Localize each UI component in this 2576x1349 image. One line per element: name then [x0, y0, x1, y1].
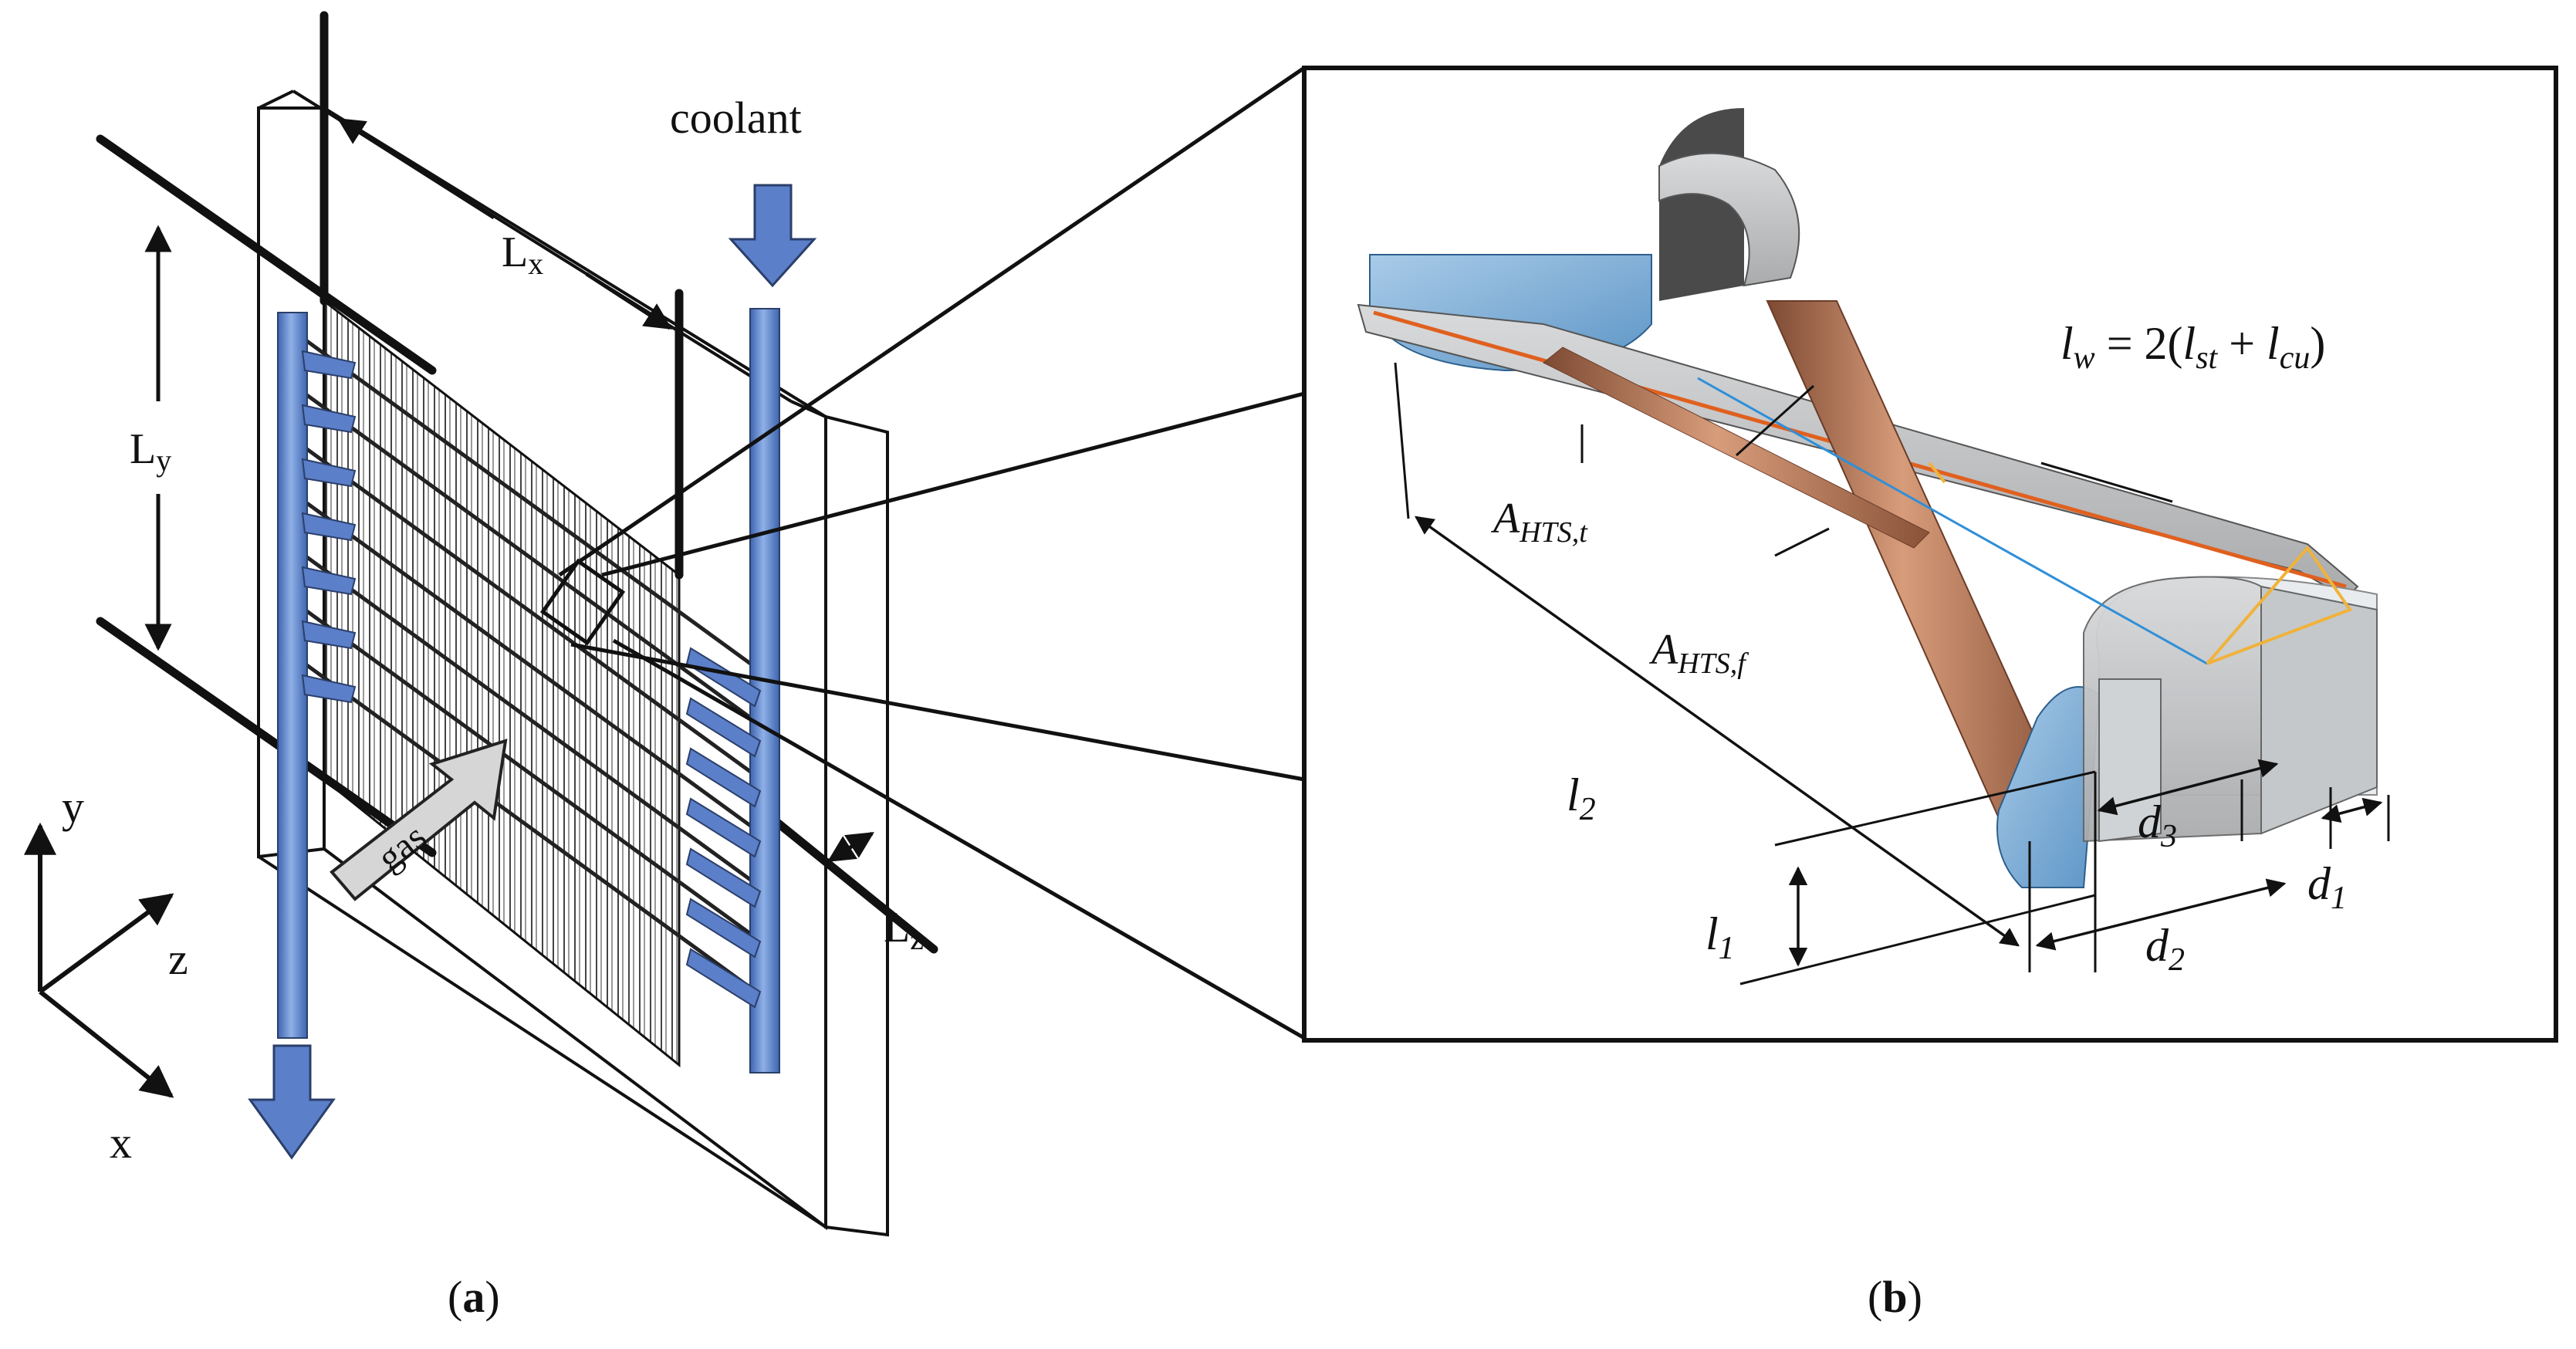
caption-b: (b): [1868, 1272, 1922, 1322]
ly-label: Ly: [130, 425, 171, 478]
dimension-lz: Lz: [827, 831, 924, 956]
flow-arrows-right: [685, 647, 762, 1009]
fin-bundle: [323, 298, 681, 1068]
panel-b: lw = 2(lst + lcu) AHTS,t AHTS,f l2 l1 d3…: [1302, 66, 2558, 1043]
caption-a: (a): [448, 1272, 500, 1322]
axis-x-label: x: [110, 1117, 132, 1168]
coolant-outlet-arrow: [248, 1044, 336, 1160]
axis-y-label: y: [62, 782, 84, 832]
lw-equation: lw = 2(lst + lcu): [2060, 318, 2325, 376]
yellow-construction-lines: [1928, 462, 2353, 665]
zoom-connectors: [558, 66, 1306, 1040]
conductor-lines: [303, 337, 773, 1006]
dimension-ly: Ly: [130, 225, 172, 651]
axis-z-label: z: [168, 934, 188, 984]
a-hts-f-label: AHTS,f: [1648, 626, 1749, 680]
lx-label: Lx: [502, 228, 543, 281]
panel-a: gas Lx Ly Lz coolant y z x: [23, 11, 938, 1237]
d3-label: d3: [2138, 796, 2177, 854]
coolant-inlet-arrow: [728, 184, 817, 288]
frame-bars: [96, 11, 938, 954]
zoom-region-box: [539, 558, 626, 646]
coolant-label: coolant: [670, 93, 802, 143]
d1-label: d1: [2307, 858, 2347, 916]
dimension-arrows-b: [1415, 516, 2383, 967]
coordinate-axes: [23, 822, 174, 1098]
l1-label: l1: [1706, 908, 1735, 966]
flow-arrows-left: [301, 350, 357, 704]
dimension-lx: Lx: [337, 117, 672, 330]
lz-label: Lz: [884, 904, 924, 956]
d2-label: d2: [2145, 920, 2185, 978]
l2-label: l2: [1567, 769, 1596, 827]
a-hts-t-label: AHTS,t: [1490, 495, 1588, 549]
